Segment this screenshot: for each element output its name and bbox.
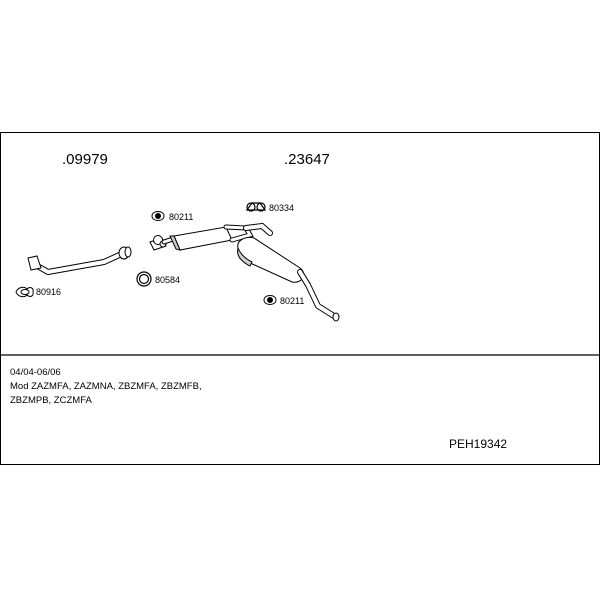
vehicle-date-range: 04/04-06/06 bbox=[10, 367, 61, 378]
assembly-number-front: .09979 bbox=[62, 151, 108, 168]
hanger-80334 bbox=[245, 202, 267, 212]
vehicle-models-line1: Mod ZAZMFA, ZAZMNA, ZBZMFA, ZBZMFB, bbox=[10, 381, 202, 392]
part-label-hanger: 80334 bbox=[269, 203, 295, 213]
vehicle-models-line2: ZBZMPB, ZCZMFA bbox=[10, 395, 92, 406]
gasket-80916 bbox=[15, 286, 34, 298]
clamp-80211-rear bbox=[263, 295, 277, 305]
front-muffler bbox=[169, 224, 254, 251]
part-label-clamp-rear: 80211 bbox=[280, 296, 305, 306]
assembly-number-rear: .23647 bbox=[284, 151, 330, 168]
part-label-gasket: 80916 bbox=[36, 287, 62, 297]
front-pipe bbox=[27, 246, 132, 275]
part-label-clamp-front: 80211 bbox=[169, 212, 194, 222]
reference-code: PEH19342 bbox=[449, 437, 508, 451]
ring-80584 bbox=[136, 271, 152, 287]
rear-muffler bbox=[237, 222, 340, 322]
part-label-ring: 80584 bbox=[155, 275, 181, 285]
clamp-80211-front bbox=[151, 211, 165, 221]
